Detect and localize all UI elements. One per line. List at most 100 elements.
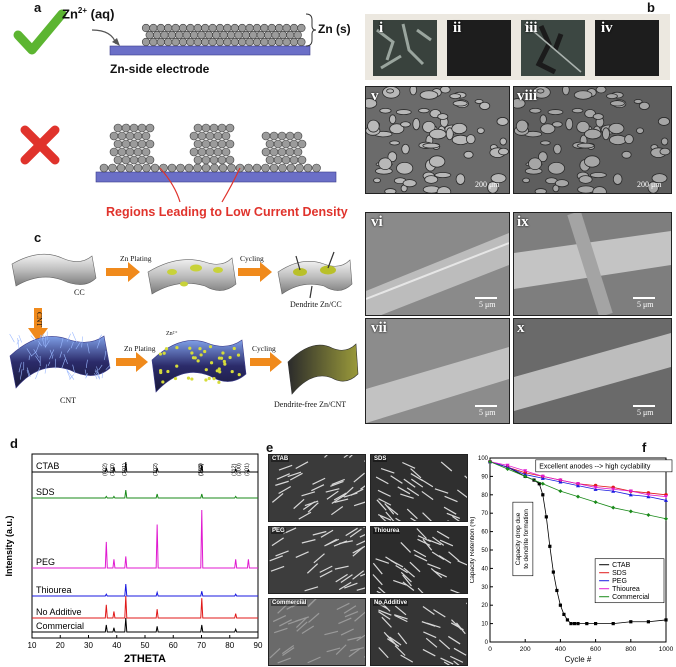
sem-v-texture (366, 87, 509, 193)
cycling-x-axis-label: Cycle # (565, 655, 592, 664)
zn-sphere (267, 37, 276, 47)
sem-vi-texture (366, 233, 509, 315)
zn-sphere (141, 37, 151, 47)
sem-tile-ctab: CTAB (268, 454, 366, 522)
zn-sphere (116, 163, 126, 173)
zn-sphere (137, 139, 147, 149)
zn-sphere (241, 30, 250, 40)
zn-sphere (193, 155, 203, 165)
zn-sphere (193, 139, 203, 149)
zn-sphere (312, 163, 321, 173)
xrd-series-label: CTAB (36, 461, 59, 471)
zn-sphere (201, 37, 210, 47)
cycling-data-point (664, 498, 668, 502)
cycling-data-point (611, 622, 615, 626)
zn-sphere (178, 37, 188, 47)
bad-deposit (99, 123, 321, 173)
zn-sphere (193, 37, 202, 47)
cycling-data-point (611, 505, 616, 510)
cycling-legend-label: Commercial (612, 594, 650, 601)
cycling-data-point (558, 603, 562, 607)
zn-sphere (149, 37, 158, 47)
dendrite-label: Dendrite Zn/CC (290, 300, 342, 309)
zn-sphere (225, 123, 235, 133)
zn-sphere (197, 147, 207, 157)
cycling-data-point (646, 493, 651, 497)
sem-viii-texture (514, 87, 671, 193)
sem-label-vi: vi (371, 214, 383, 230)
zn-sphere (113, 139, 123, 149)
zn-sphere (145, 30, 154, 40)
zn-sphere (230, 37, 239, 47)
panel-a-label: a (34, 0, 42, 15)
good-deposit (141, 23, 306, 47)
zn-sphere (223, 37, 232, 47)
step-cnt: CNT (35, 312, 44, 327)
xrd-x-tick-label: 20 (56, 641, 65, 650)
scale-v: 200 μm (475, 180, 500, 189)
panel-c: c (0, 228, 362, 430)
scalebar-x (633, 405, 655, 407)
zn-sphere (125, 131, 135, 141)
zn-sphere (281, 139, 291, 149)
zn-sphere (141, 131, 151, 141)
panel-a-diagram (13, 9, 337, 203)
photo-label-iv: iv (601, 20, 613, 36)
cycling-x-tick-label: 200 (520, 646, 531, 653)
zn-sphere (156, 37, 165, 47)
zn-sphere (252, 23, 262, 33)
arrow-plating-1-icon (106, 262, 140, 282)
cycling-data-point (569, 622, 573, 626)
zn-sphere (289, 23, 299, 33)
cycling-legend-label: CTAB (612, 562, 630, 569)
photo-ii (447, 20, 511, 76)
sem-ix (513, 212, 672, 316)
xrd-x-tick-label: 70 (197, 641, 206, 650)
zn-sphere (277, 147, 287, 157)
zn-sphere (129, 139, 139, 149)
warning-arrow-left-icon (159, 167, 181, 203)
xrd-peak-label: (112) (232, 463, 238, 476)
sem-label-vii: vii (371, 320, 387, 336)
zn-sphere (213, 131, 223, 141)
cycling-x-tick-label: 800 (625, 646, 636, 653)
deposit-brace-icon (305, 13, 317, 47)
zn-sphere (121, 139, 131, 149)
zn-sphere (297, 23, 306, 33)
electrode-label: Zn-side electrode (110, 62, 210, 76)
cycling-data-point (593, 485, 598, 490)
zn-sphere (193, 163, 202, 173)
zn-sphere (204, 30, 213, 40)
cycling-x-tick-label: 1000 (659, 646, 674, 653)
zn-sphere (197, 131, 207, 141)
zn-sphere (244, 163, 253, 173)
zn-sphere (160, 30, 169, 40)
zn-sphere (217, 155, 227, 165)
zn-sphere (209, 155, 219, 165)
zn-sphere (125, 163, 134, 173)
zn-sphere (238, 37, 247, 47)
cycling-y-tick-label: 10 (481, 622, 488, 628)
zn-sphere (221, 131, 231, 141)
zn-sphere (121, 155, 131, 165)
zn-sphere (297, 139, 307, 149)
warning-arrow-right-icon (221, 167, 241, 203)
zn-sphere (261, 163, 270, 173)
cycling-data-point (594, 622, 598, 626)
cycling-legend-label: SDS (612, 570, 627, 577)
zn-sphere (293, 147, 303, 157)
scale-ix: 5 μm (637, 300, 654, 309)
ion-state: (aq) (87, 6, 115, 22)
cycling-x-tick-label: 400 (555, 646, 566, 653)
xrd-peak-label: (102) (153, 463, 159, 476)
sem-tile-no-additive: No Additive (370, 598, 468, 666)
photo-iv (595, 20, 659, 76)
xrd-x-tick-label: 40 (112, 641, 121, 650)
zn-sphere (285, 131, 295, 141)
zn-sphere (221, 147, 231, 157)
zn-sphere (141, 23, 151, 33)
zn-sphere (297, 155, 307, 165)
zn-sphere (265, 139, 275, 149)
xrd-series-label: Thiourea (36, 585, 72, 595)
